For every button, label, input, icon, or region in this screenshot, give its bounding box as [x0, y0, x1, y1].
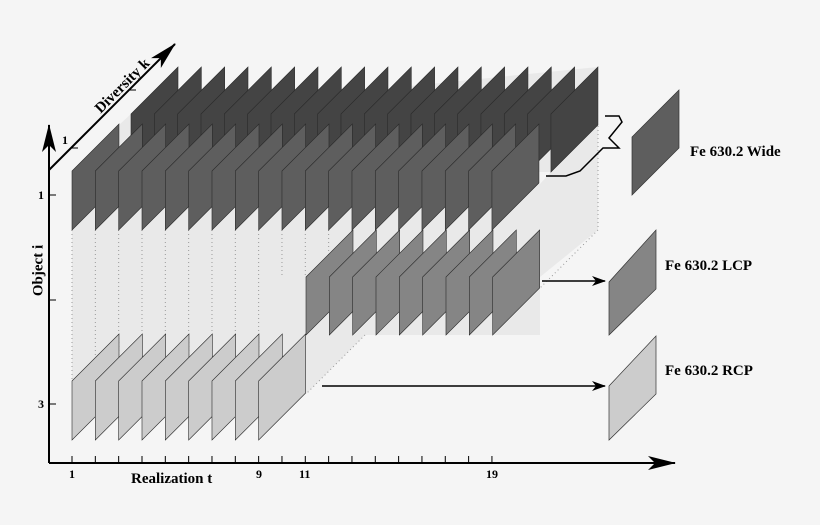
z-tick-label-1: 1: [62, 133, 68, 147]
panel: [258, 333, 306, 441]
x-tick-label-11: 11: [299, 467, 311, 481]
legend-label-rcp: Fe 630.2 RCP: [665, 363, 753, 379]
axes: [42, 43, 676, 470]
legend-arrows: [322, 115, 623, 391]
row-rcp: [71, 333, 306, 441]
legend-label-wide: Fe 630.2 Wide: [690, 144, 781, 160]
wide-brace: [546, 115, 623, 177]
x-tick-label-1: 1: [69, 467, 75, 481]
y-tick-label-1: 1: [38, 188, 44, 202]
panel: [550, 66, 599, 173]
swatch-rcp: [608, 335, 657, 441]
row-lcp: [305, 229, 540, 336]
panel: [492, 229, 540, 336]
row-wide-back: [130, 66, 599, 173]
dotted-guides: [71, 126, 599, 395]
z-axis: [48, 43, 176, 171]
panel-rows: [71, 66, 599, 441]
swatch-wide: [631, 89, 680, 196]
legend-swatches: [608, 89, 680, 441]
x-tick-label-9: 9: [256, 467, 262, 481]
swatch-lcp: [608, 229, 657, 336]
x-axis-title: Realization t: [131, 471, 213, 487]
legend-label-lcp: Fe 630.2 LCP: [665, 258, 753, 274]
x-tick-label-19: 19: [486, 467, 498, 481]
y-tick-label-3: 3: [38, 397, 44, 411]
panel: [491, 123, 540, 231]
y-axis-title: Object i: [30, 244, 47, 297]
row-wide-front: [71, 123, 540, 231]
